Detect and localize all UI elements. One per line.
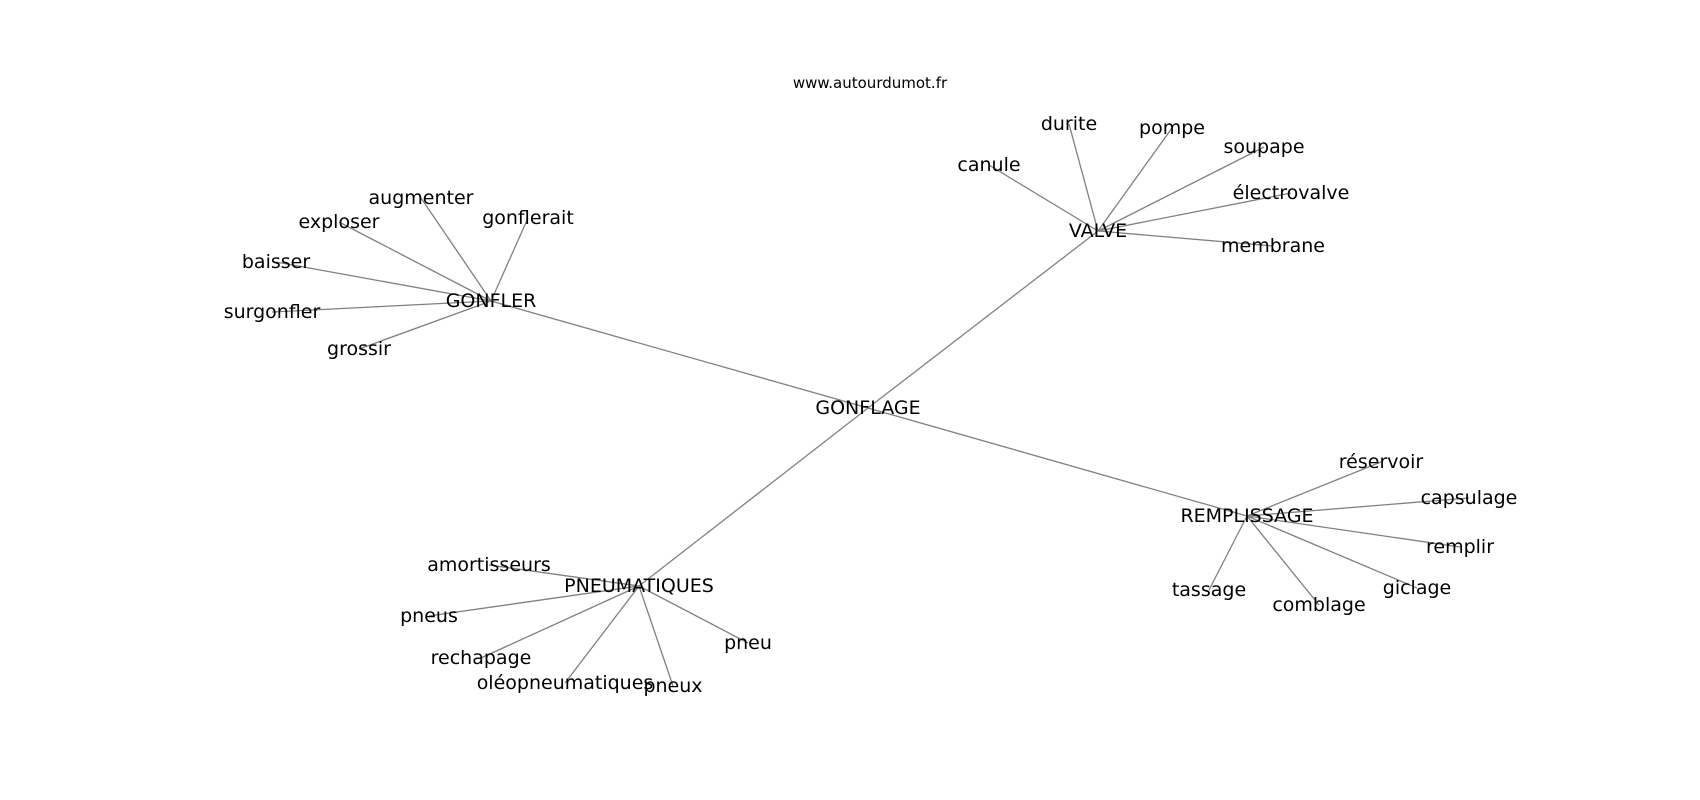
- node-leaf[interactable]: oléopneumatiques: [477, 672, 654, 694]
- node-leaf[interactable]: durite: [1041, 113, 1097, 135]
- node-leaf[interactable]: augmenter: [369, 187, 474, 209]
- edge-hub-leaf: [428, 585, 640, 617]
- edge-hub-leaf: [490, 217, 529, 302]
- node-leaf[interactable]: pneux: [643, 675, 702, 697]
- node-hub[interactable]: VALVE: [1069, 220, 1127, 242]
- node-hub[interactable]: GONFLER: [446, 290, 537, 312]
- edge-hub-leaf: [338, 221, 492, 302]
- node-leaf[interactable]: surgonfler: [224, 301, 321, 323]
- edge-hub-leaf: [638, 585, 749, 644]
- node-leaf[interactable]: électrovalve: [1233, 182, 1350, 204]
- edge-center-hub: [638, 407, 869, 587]
- edge-hub-leaf: [1068, 123, 1099, 232]
- edge-hub-leaf: [1208, 515, 1248, 591]
- source-watermark: www.autourdumot.fr: [793, 74, 948, 92]
- edge-hub-leaf: [988, 164, 1099, 232]
- edge-hub-leaf: [1246, 515, 1461, 548]
- edge-hub-leaf: [1097, 192, 1292, 232]
- edge-hub-leaf: [1097, 230, 1274, 247]
- edge-hub-leaf: [488, 564, 640, 587]
- edge-hub-leaf: [358, 300, 492, 350]
- node-leaf[interactable]: canule: [957, 154, 1020, 176]
- graph-edges: [271, 123, 1470, 687]
- edge-hub-leaf: [1246, 461, 1382, 517]
- edge-hub-leaf: [480, 585, 640, 659]
- node-leaf[interactable]: baisser: [242, 251, 310, 273]
- edge-hub-leaf: [1097, 127, 1173, 232]
- node-leaf[interactable]: membrane: [1221, 235, 1325, 257]
- node-hub[interactable]: REMPLISSAGE: [1180, 505, 1313, 527]
- node-leaf[interactable]: pneu: [724, 632, 772, 654]
- graph-labels: GONFLAGE GONFLER augmenter gonflerait explos…: [224, 113, 1518, 697]
- edge-hub-leaf: [420, 197, 492, 302]
- node-leaf[interactable]: soupape: [1223, 136, 1304, 158]
- node-leaf[interactable]: gonflerait: [482, 207, 574, 229]
- node-center[interactable]: GONFLAGE: [815, 397, 920, 419]
- node-leaf[interactable]: pneus: [400, 605, 458, 627]
- edge-hub-leaf: [638, 585, 674, 687]
- node-leaf[interactable]: rechapage: [431, 647, 532, 669]
- edge-hub-leaf: [275, 261, 492, 302]
- edge-hub-leaf: [564, 585, 640, 684]
- node-leaf[interactable]: capsulage: [1421, 487, 1518, 509]
- node-leaf[interactable]: pompe: [1139, 117, 1205, 139]
- edge-hub-leaf: [1097, 146, 1265, 232]
- edge-center-hub: [867, 407, 1248, 517]
- node-leaf[interactable]: exploser: [299, 211, 380, 233]
- edge-center-hub: [867, 230, 1099, 409]
- node-leaf[interactable]: grossir: [327, 338, 391, 360]
- node-leaf[interactable]: tassage: [1172, 579, 1246, 601]
- node-leaf[interactable]: réservoir: [1339, 451, 1424, 473]
- edge-hub-leaf: [271, 300, 492, 313]
- edge-center-hub: [490, 300, 869, 409]
- node-leaf[interactable]: giclage: [1383, 577, 1451, 599]
- edge-hub-leaf: [1246, 515, 1418, 589]
- edge-hub-leaf: [1246, 497, 1470, 517]
- edge-hub-leaf: [1246, 515, 1320, 606]
- node-leaf[interactable]: amortisseurs: [427, 554, 551, 576]
- node-leaf[interactable]: remplir: [1426, 536, 1494, 558]
- node-leaf[interactable]: comblage: [1272, 594, 1365, 616]
- node-hub[interactable]: PNEUMATIQUES: [564, 575, 714, 597]
